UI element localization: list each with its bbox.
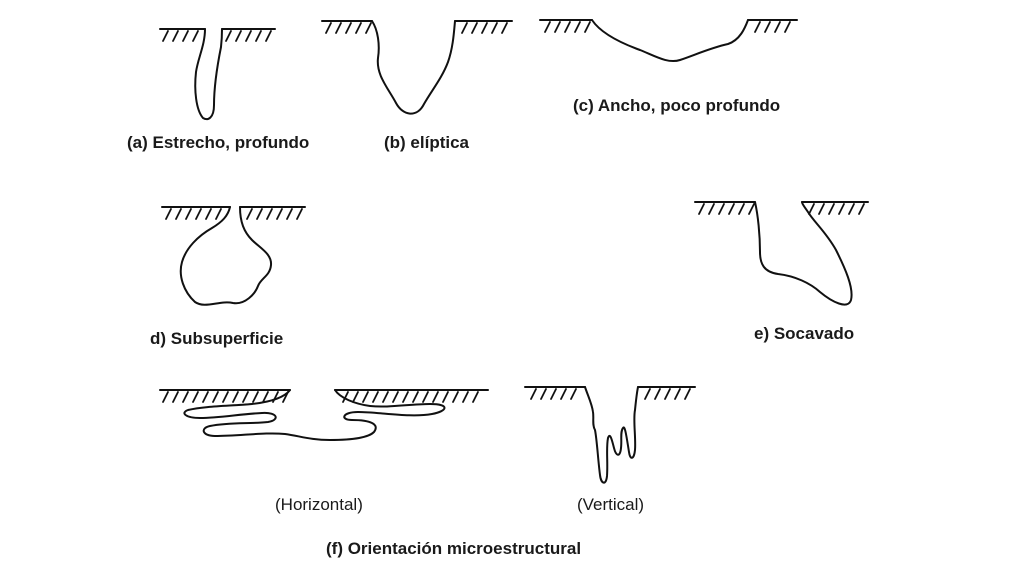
label-e: e) Socavado [754, 324, 855, 343]
label-horizontal: (Horizontal) [275, 495, 363, 514]
label-a: (a) Estrecho, profundo [127, 133, 310, 152]
label-c: (c) Ancho, poco profundo [573, 96, 781, 115]
label-b: (b) elíptica [384, 133, 470, 152]
pit-f-horizontal [159, 389, 489, 441]
label-f: (f) Orientación microestructural [326, 539, 582, 558]
pit-b-elliptical [321, 20, 513, 115]
label-vertical: (Vertical) [577, 495, 645, 514]
pit-f-vertical [524, 386, 696, 484]
pit-d-subsurface [161, 206, 306, 306]
pit-a-narrow-deep [159, 28, 276, 121]
label-d: d) Subsuperficie [150, 329, 284, 348]
pit-c-wide-shallow [539, 19, 798, 62]
pit-e-undercut [694, 201, 869, 306]
